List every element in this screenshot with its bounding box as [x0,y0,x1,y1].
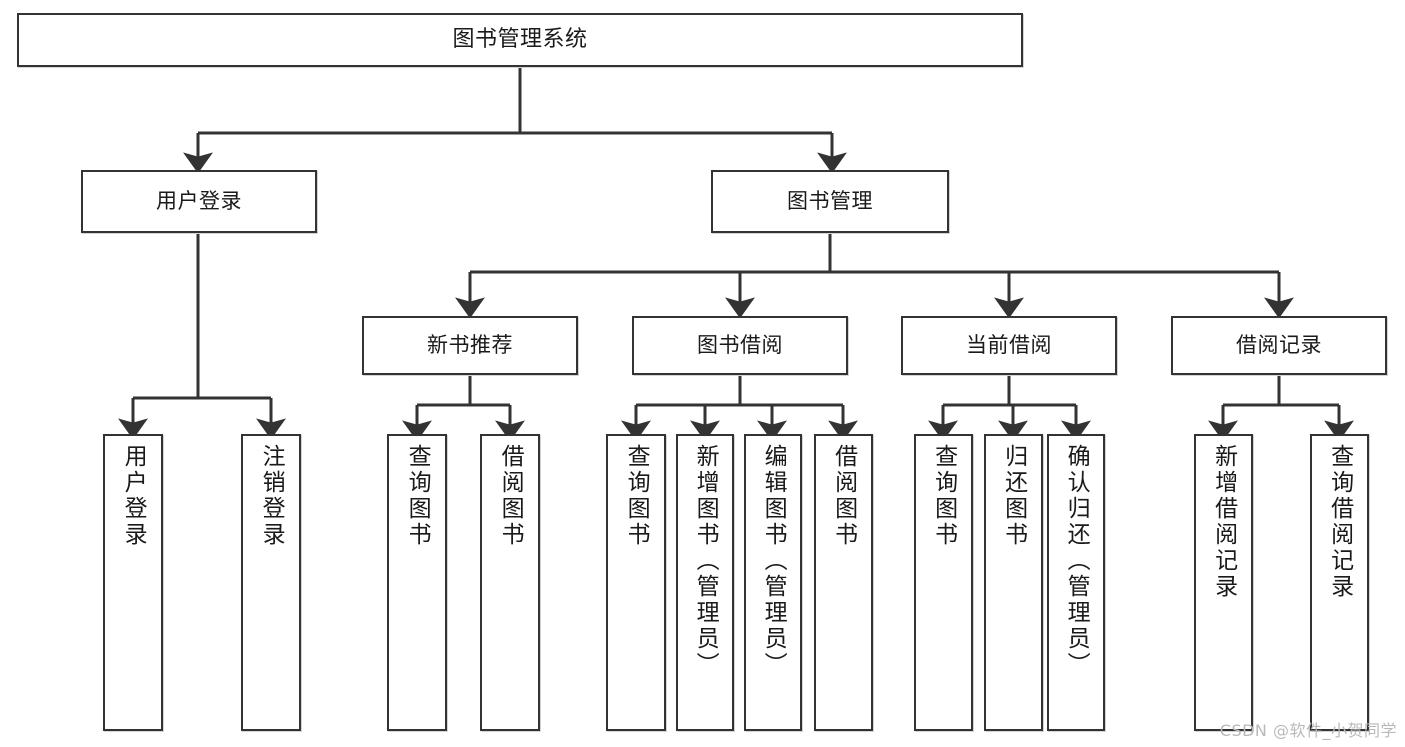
node-label: 注销登录 [258,444,285,548]
node-label: 新书推荐 [427,333,513,358]
node-label: 查询图书 [930,444,957,548]
node-root-book-management-system[interactable]: 图书管理系统 [17,13,1023,67]
node-label: 新增图书（管理员） [692,444,719,678]
leaf-confirm-return-admin[interactable]: 确认归还（管理员） [1047,434,1105,731]
csdn-watermark: CSDN @软件_小贺同学 [1219,721,1397,740]
node-current-borrowing[interactable]: 当前借阅 [901,316,1117,375]
node-label: 借阅图书 [497,444,524,548]
node-label: 借阅记录 [1236,333,1322,358]
leaf-add-borrow-record[interactable]: 新增借阅记录 [1194,434,1253,731]
node-label: 编辑图书（管理员） [760,444,787,678]
node-label: 用户登录 [156,189,242,214]
node-label: 用户登录 [120,444,147,548]
node-label: 新增借阅记录 [1210,444,1237,600]
leaf-add-book-admin[interactable]: 新增图书（管理员） [676,434,734,731]
node-label: 当前借阅 [966,333,1052,358]
leaf-return-books[interactable]: 归还图书 [984,434,1043,731]
leaf-edit-book-admin[interactable]: 编辑图书（管理员） [744,434,802,731]
node-new-book-recommendation[interactable]: 新书推荐 [362,316,578,375]
node-user-login[interactable]: 用户登录 [81,170,317,233]
leaf-borrow-books-recommendation[interactable]: 借阅图书 [480,434,540,731]
node-book-borrowing[interactable]: 图书借阅 [632,316,848,375]
node-borrowing-records[interactable]: 借阅记录 [1171,316,1387,375]
node-label: 查询借阅记录 [1326,444,1353,600]
node-book-management[interactable]: 图书管理 [711,170,949,233]
leaf-query-books-recommendation[interactable]: 查询图书 [387,434,447,731]
node-label: 查询图书 [404,444,431,548]
leaf-user-login[interactable]: 用户登录 [103,434,163,731]
leaf-query-books-current[interactable]: 查询图书 [914,434,973,731]
leaf-logout[interactable]: 注销登录 [241,434,301,731]
node-label: 图书管理系统 [452,27,588,53]
node-label: 图书借阅 [697,333,783,358]
leaf-borrow-books-borrowing[interactable]: 借阅图书 [814,434,873,731]
node-label: 归还图书 [1000,444,1027,548]
node-label: 图书管理 [787,189,873,214]
node-label: 借阅图书 [830,444,857,548]
node-label: 查询图书 [623,444,650,548]
leaf-query-borrow-record[interactable]: 查询借阅记录 [1310,434,1369,731]
leaf-query-books-borrowing[interactable]: 查询图书 [606,434,666,731]
node-label: 确认归还（管理员） [1063,444,1090,678]
